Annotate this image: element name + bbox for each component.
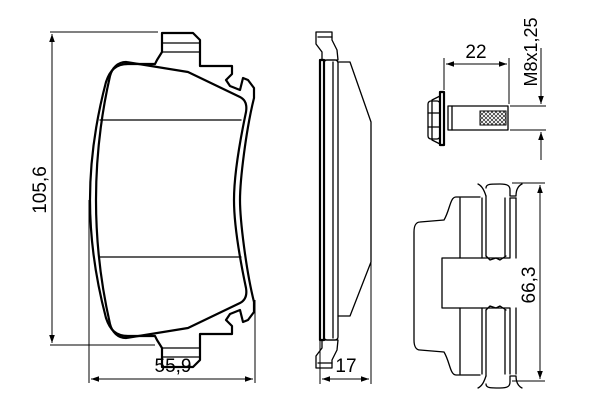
front-view — [88, 31, 256, 369]
dimension-width: 55,9 — [88, 200, 256, 383]
clip-view: 66,3 — [413, 182, 545, 389]
dimension-height-label: 105,6 — [30, 166, 51, 214]
dimension-bolt-length-label: 22 — [465, 42, 486, 63]
backing-plate-outline — [88, 31, 256, 369]
dimension-width-label: 55,9 — [155, 356, 192, 377]
bolt-view: 22 M8x1,25 — [427, 17, 546, 160]
dimension-height: 105,6 — [30, 31, 158, 346]
side-view: 17 — [315, 31, 372, 384]
dimension-thickness-label: 17 — [335, 356, 356, 377]
dimension-thread-label: M8x1,25 — [521, 17, 541, 86]
dimension-clip-height-label: 66,3 — [519, 267, 540, 304]
friction-material-outline — [94, 60, 248, 340]
